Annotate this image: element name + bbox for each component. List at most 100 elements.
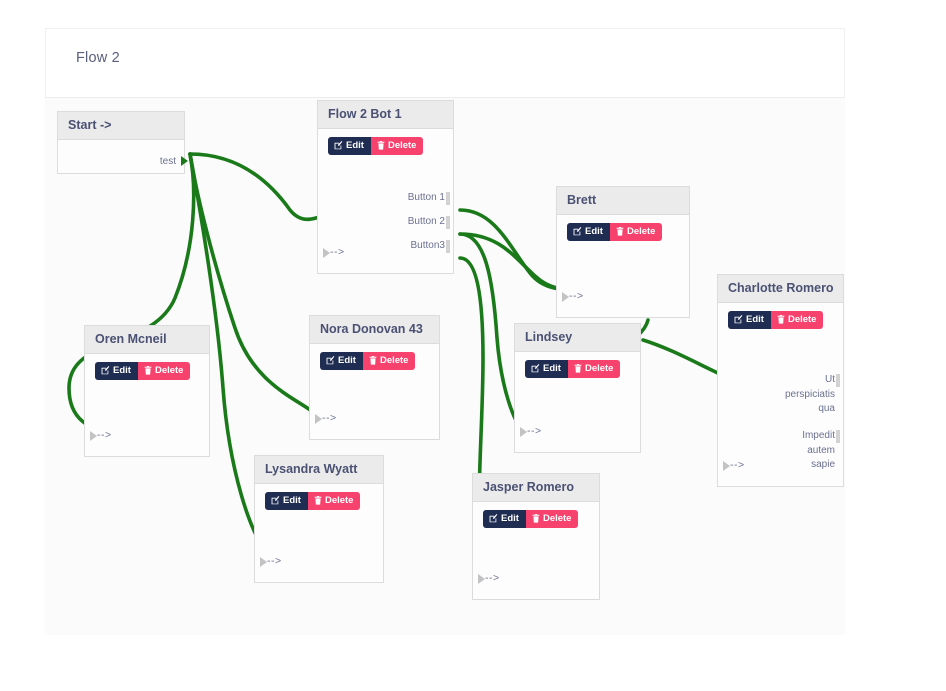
input-port-arrow-icon (520, 427, 527, 437)
node-body: Edit Delete --> (473, 502, 599, 598)
node-title: Jasper Romero (473, 474, 599, 502)
trash-icon (574, 364, 582, 373)
input-port-arrow-icon (323, 248, 330, 258)
node-title: Nora Donovan 43 (310, 316, 439, 344)
output-port-connector-icon[interactable] (836, 430, 840, 443)
page-title: Flow 2 (76, 50, 120, 66)
node-title: Brett (557, 187, 689, 215)
edit-button-label: Edit (113, 365, 131, 376)
input-port-arrow-icon (562, 292, 569, 302)
input-port-arrow-icon (315, 414, 322, 424)
node-title: Charlotte Romero (718, 275, 843, 303)
node-body: Edit Delete --> (515, 352, 640, 451)
node-input-port[interactable]: --> (90, 429, 112, 441)
node-title: Flow 2 Bot 1 (318, 101, 453, 129)
trash-icon (377, 141, 385, 150)
pencil-square-icon (531, 364, 540, 373)
pencil-square-icon (326, 356, 335, 365)
node-output-port[interactable]: Button 2 (408, 215, 450, 230)
output-port-connector-icon[interactable] (181, 156, 188, 166)
node-title: Lysandra Wyatt (255, 456, 383, 484)
node-action-row: Edit Delete (318, 129, 453, 155)
delete-button-label: Delete (626, 226, 656, 237)
delete-button[interactable]: Delete (609, 223, 663, 241)
delete-button-label: Delete (542, 513, 572, 524)
node-output-port[interactable]: Button 1 (408, 191, 450, 206)
node-title: Start -> (58, 112, 184, 140)
delete-button-label: Delete (154, 365, 184, 376)
edit-button[interactable]: Edit (728, 311, 771, 329)
output-port-connector-icon[interactable] (836, 374, 840, 387)
edit-button[interactable]: Edit (525, 360, 568, 378)
node-input-port[interactable]: --> (323, 246, 345, 258)
input-port-arrow-icon (478, 574, 485, 584)
trash-icon (777, 315, 785, 324)
node-body: Edit Delete --> (255, 484, 383, 581)
node-output-port[interactable]: Button3 (411, 239, 450, 254)
delete-button-label: Delete (387, 140, 417, 151)
node-input-port[interactable]: --> (260, 555, 282, 567)
edit-button[interactable]: Edit (265, 492, 308, 510)
input-port-arrow-icon (723, 461, 730, 471)
node-title: Oren Mcneil (85, 326, 209, 354)
node-output-port[interactable]: Impedit autem sapie (802, 429, 840, 473)
edit-button-label: Edit (746, 314, 764, 325)
node-body: Edit Delete --> (85, 354, 209, 455)
node-action-row: Edit Delete (557, 215, 689, 241)
edit-button-label: Edit (346, 140, 364, 151)
pencil-square-icon (271, 496, 280, 505)
node-input-port[interactable]: --> (723, 459, 745, 471)
output-port-connector-icon[interactable] (446, 240, 450, 253)
trash-icon (616, 227, 624, 236)
node-title: Lindsey (515, 324, 640, 352)
node-action-row: Edit Delete (718, 303, 843, 329)
pencil-square-icon (489, 514, 498, 523)
delete-button[interactable]: Delete (137, 362, 191, 380)
flow-header-card: Flow 2 (45, 28, 845, 98)
node-body: Edit Delete --> Button 1 Button 2 Button3 (318, 129, 453, 272)
node-body: Edit Delete --> (557, 215, 689, 316)
edit-button[interactable]: Edit (483, 510, 526, 528)
trash-icon (532, 514, 540, 523)
node-output-port[interactable]: Ut perspiciatis qua (785, 373, 840, 417)
edit-button[interactable]: Edit (328, 137, 371, 155)
delete-button[interactable]: Delete (307, 492, 361, 510)
edit-button-label: Edit (283, 495, 301, 506)
flow-node-flow2bot1[interactable]: Flow 2 Bot 1 Edit Delete --> Button 1 Button … (317, 100, 454, 274)
node-input-port[interactable]: --> (520, 425, 542, 437)
edit-button[interactable]: Edit (567, 223, 610, 241)
delete-button[interactable]: Delete (567, 360, 621, 378)
delete-button-label: Delete (324, 495, 354, 506)
node-input-port[interactable]: --> (478, 572, 500, 584)
pencil-square-icon (573, 227, 582, 236)
output-port-connector-icon[interactable] (446, 216, 450, 229)
delete-button[interactable]: Delete (525, 510, 579, 528)
edit-button[interactable]: Edit (95, 362, 138, 380)
input-port-arrow-icon (90, 431, 97, 441)
node-action-row: Edit Delete (515, 352, 640, 378)
node-input-port[interactable]: --> (315, 412, 337, 424)
delete-button[interactable]: Delete (370, 137, 424, 155)
node-output-port[interactable]: test (160, 155, 188, 170)
pencil-square-icon (101, 366, 110, 375)
output-port-connector-icon[interactable] (446, 192, 450, 205)
pencil-square-icon (734, 315, 743, 324)
node-action-row: Edit Delete (255, 484, 383, 510)
edit-button[interactable]: Edit (320, 352, 363, 370)
node-input-port[interactable]: --> (562, 290, 584, 302)
delete-button-label: Delete (584, 363, 614, 374)
edit-button-label: Edit (585, 226, 603, 237)
flow-node-start[interactable]: Start -> test (57, 111, 188, 174)
delete-button[interactable]: Delete (770, 311, 824, 329)
delete-button[interactable]: Delete (362, 352, 416, 370)
